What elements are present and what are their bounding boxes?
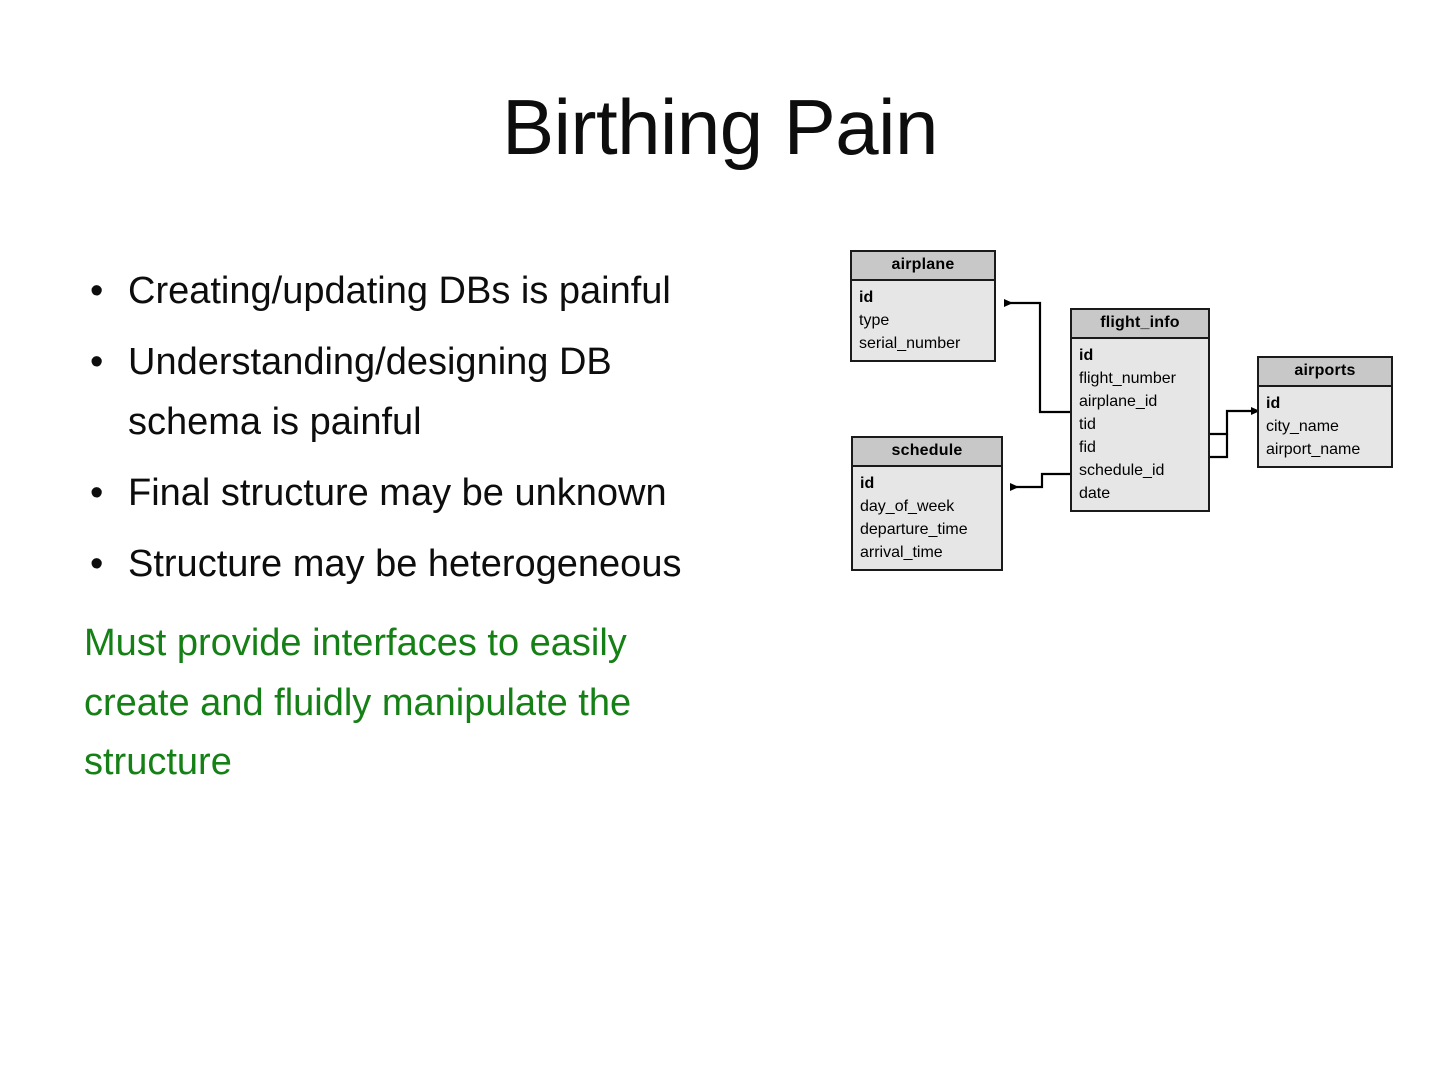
- relation-flightinfo-airports-tid: [1210, 407, 1260, 436]
- er-field-list: id day_of_week departure_time arrival_ti…: [853, 467, 1001, 569]
- er-field-list: id city_name airport_name: [1259, 387, 1391, 466]
- list-item: • Final structure may be unknown: [84, 464, 744, 523]
- er-table-schedule[interactable]: schedule id day_of_week departure_time a…: [851, 436, 1003, 571]
- er-field: tid: [1079, 416, 1096, 433]
- er-field: schedule_id: [1079, 462, 1165, 479]
- bullet-marker-icon: •: [90, 543, 104, 586]
- er-field: serial_number: [859, 335, 961, 352]
- er-field: city_name: [1266, 418, 1339, 435]
- er-field-list: id flight_number airplane_id tid fid sch…: [1072, 339, 1208, 510]
- er-field: id: [1266, 395, 1281, 412]
- er-field: type: [859, 312, 890, 329]
- list-item-label: Structure may be heterogeneous: [128, 543, 682, 586]
- list-item-label: Final structure may be unknown: [128, 471, 667, 514]
- er-table-title: schedule: [853, 438, 1001, 467]
- er-diagram: airplane id type serial_number flight_in…: [838, 240, 1418, 600]
- er-table-airplane[interactable]: airplane id type serial_number: [850, 250, 996, 362]
- bullet-marker-icon: •: [90, 471, 104, 514]
- list-item-label: Understanding/designing DB schema is pai…: [128, 341, 612, 443]
- er-table-airports[interactable]: airports id city_name airport_name: [1257, 356, 1393, 468]
- er-field-list: id type serial_number: [852, 281, 994, 360]
- er-field: fid: [1079, 439, 1096, 456]
- list-item-label: Creating/updating DBs is painful: [128, 270, 671, 312]
- list-item: • Creating/updating DBs is painful: [84, 262, 744, 321]
- bullet-list: • Creating/updating DBs is painful • Und…: [84, 262, 744, 792]
- bullet-marker-icon: •: [90, 270, 104, 312]
- list-item: • Structure may be heterogeneous: [84, 535, 744, 594]
- er-field: flight_number: [1079, 370, 1176, 387]
- er-field: day_of_week: [860, 498, 955, 515]
- er-table-title: airports: [1259, 358, 1391, 387]
- er-relationship-lines: [1004, 299, 1260, 491]
- er-field: id: [1079, 347, 1094, 364]
- er-field: date: [1079, 485, 1111, 502]
- relation-flightinfo-airports-fid: [1210, 434, 1229, 459]
- er-table-title: airplane: [852, 252, 994, 281]
- er-field: airport_name: [1266, 441, 1361, 458]
- er-field: id: [860, 475, 875, 492]
- er-field: arrival_time: [860, 544, 943, 561]
- conclusion-text: Must provide interfaces to easily create…: [84, 622, 632, 783]
- er-field: id: [859, 289, 874, 306]
- relation-flightinfo-schedule: [1010, 472, 1070, 491]
- er-table-title: flight_info: [1072, 310, 1208, 339]
- er-field: departure_time: [860, 521, 968, 538]
- bullet-marker-icon: •: [90, 341, 104, 384]
- list-item: • Understanding/designing DB schema is p…: [84, 333, 744, 452]
- page-title: Birthing Pain: [502, 83, 938, 171]
- er-field: airplane_id: [1079, 393, 1158, 410]
- relation-flightinfo-airplane: [1004, 299, 1070, 414]
- er-table-flight-info[interactable]: flight_info id flight_number airplane_id…: [1070, 308, 1210, 512]
